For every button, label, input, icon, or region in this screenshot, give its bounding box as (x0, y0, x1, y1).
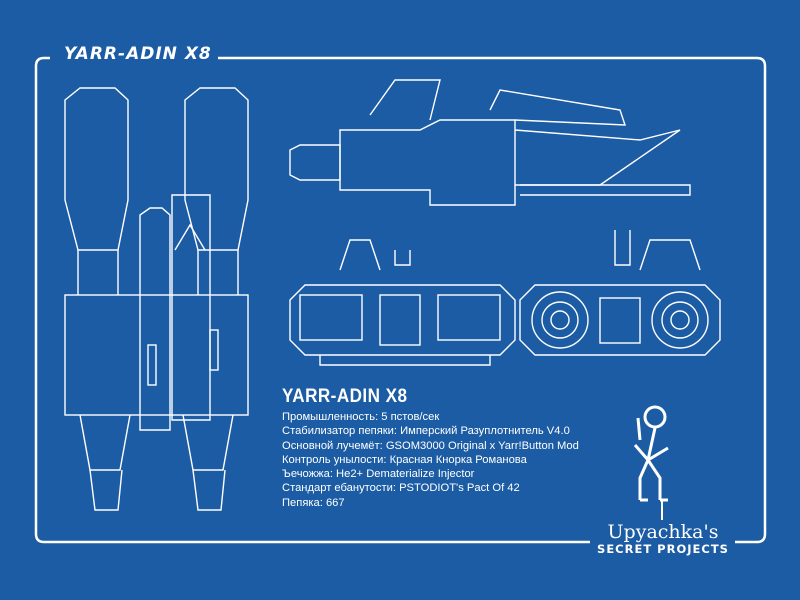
side-view-drawing (289, 79, 691, 206)
frame-border (34, 56, 767, 544)
blueprint-title: YARR-ADIN X8 (58, 44, 218, 64)
spec-line: Промышленность: 5 пстов/сек (282, 411, 440, 423)
spec-line: Контроль унылости: Красная Кнорка Романо… (282, 453, 527, 466)
top-view-drawing (64, 87, 249, 511)
spec-line: Ъечожжа: He2+ Dematerialize Injector (282, 468, 475, 481)
spec-line: Стандарт ебанутости: PSTODIOT's Pact Of … (282, 482, 520, 495)
spec-sheet: YARR-ADIN X8 Промышленность: 5 пстов/сек… (282, 386, 579, 510)
spec-line: Стабилизатор пепяки: Имперский Разуплотн… (282, 425, 570, 438)
brand-subtitle: SECRET PROJECTS (597, 542, 729, 556)
stick-figure-logo (633, 405, 669, 520)
spec-line: Основной лучемёт: GSOM3000 Original x Ya… (282, 439, 579, 452)
brand-logo: Upyachka's SECRET PROJECTS (588, 522, 738, 556)
rear-view-drawing (519, 230, 721, 356)
brand-name: Upyachka's (607, 521, 719, 543)
spec-heading: YARR-ADIN X8 (282, 386, 408, 407)
front-view-drawing (289, 239, 516, 366)
spec-line: Пепяка: 667 (282, 496, 345, 509)
